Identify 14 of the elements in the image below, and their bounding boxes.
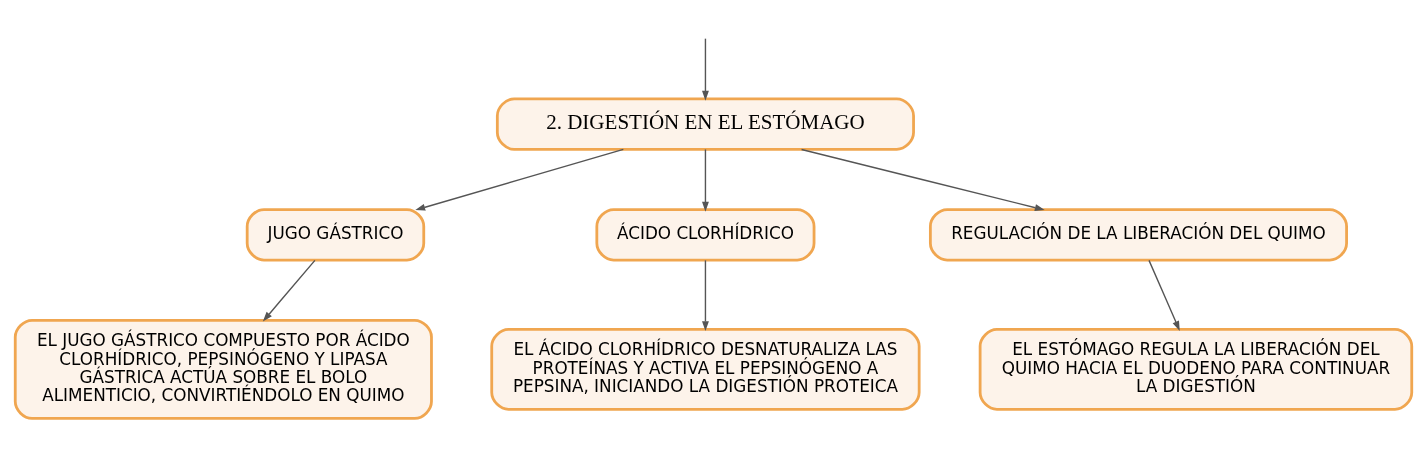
node-box: 2. DIGESTIÓN EN EL ESTÓMAGO bbox=[495, 96, 915, 151]
arrow bbox=[1148, 259, 1180, 331]
node-box: REGULACIÓN DE LA LIBERACIÓN DEL QUIMO bbox=[928, 207, 1348, 261]
arrow bbox=[800, 148, 1045, 211]
arrow bbox=[702, 148, 709, 212]
node-box: EL ÁCIDO CLORHÍDRICO DESNATURALIZA LAS PROTEÍNAS Y ACTIVA EL PEPSINÓGENO A PEPSINA, INICIANDO LA DIGESTIÓN PROTEICA bbox=[490, 327, 921, 411]
node-box: JUGO GÁSTRICO bbox=[245, 207, 426, 261]
node-box: EL ESTÓMAGO REGULA LA LIBERACIÓN DEL QUIMO HACIA EL DUODENO PARA CONTINUAR LA DIGESTIÓN bbox=[978, 327, 1414, 411]
arrow bbox=[702, 259, 709, 331]
arrow bbox=[415, 148, 625, 211]
node-box: ÁCIDO CLORHÍDRICO bbox=[595, 207, 816, 261]
arrow bbox=[262, 259, 316, 322]
arrow bbox=[702, 37, 709, 101]
node-box: EL JUGO GÁSTRICO COMPUESTO POR ÁCIDO CLORHÍDRICO, PEPSINÓGENO Y LIPASA GÁSTRICA ACTÚA SOBRE EL BOLO ALIMENTICIO, CONVIRTIÉNDOLO EN QUIMO bbox=[13, 318, 433, 420]
